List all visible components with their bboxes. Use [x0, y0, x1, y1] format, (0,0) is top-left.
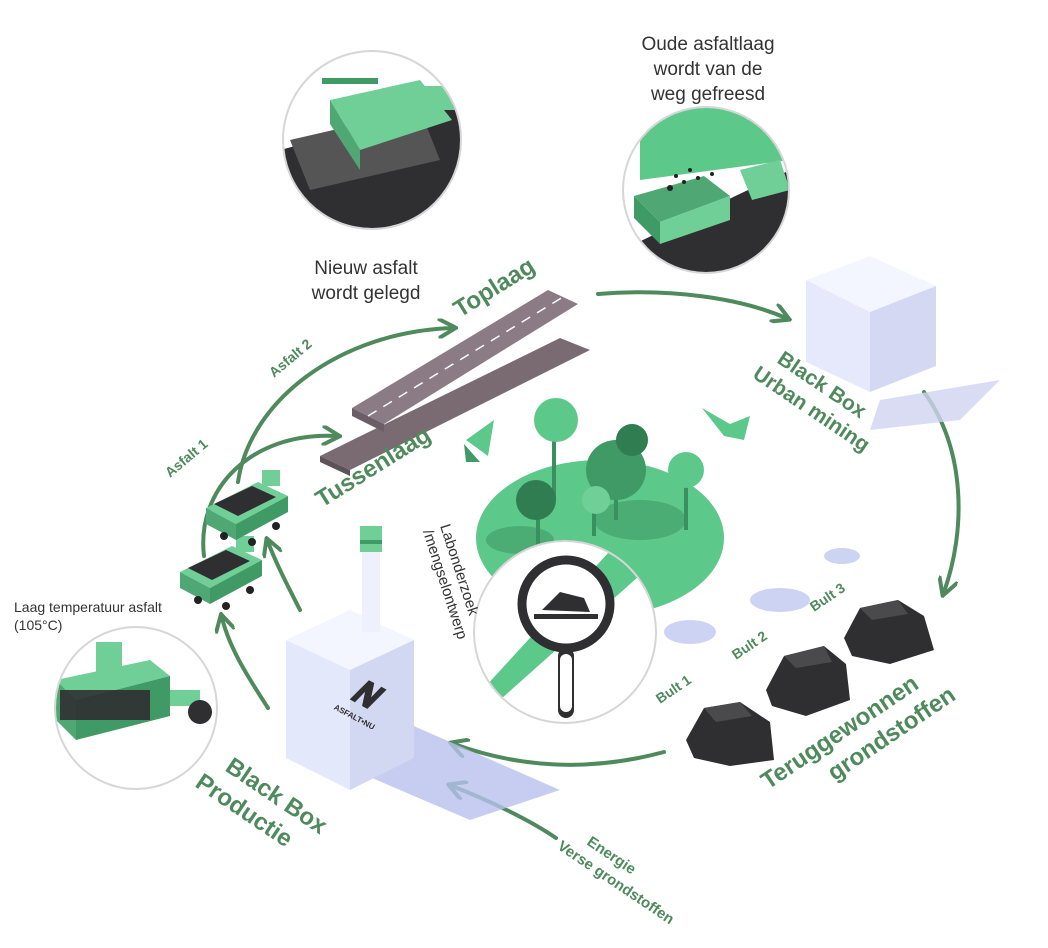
new-asphalt-note-line: wordt gelegd — [311, 283, 421, 304]
arrow-asfalt1 — [201, 436, 336, 558]
arrow-productie-to-truck — [222, 618, 270, 710]
tree-shadows — [664, 548, 860, 644]
low-temp-note: Laag temperatuur asfalt (105°C) — [14, 598, 214, 634]
milling-note-line: Oude asfaltlaag — [641, 34, 775, 55]
arrow-productie-to-truck-2 — [268, 542, 302, 612]
low-temp-note-line: (105°C) — [14, 617, 63, 633]
bult-3-hill — [844, 600, 934, 664]
productie-factory: ASFALT•NU — [286, 526, 560, 820]
milling-note-line: weg gefreesd — [650, 84, 766, 105]
arrow-road-to-urban-mining — [596, 290, 786, 318]
milling-note: Oude asfaltlaag wordt van de weg gefrees… — [618, 32, 798, 107]
bult-1-label: Bult 1 — [653, 671, 694, 706]
asphalt-truck-1 — [180, 536, 262, 610]
lab-vignette — [473, 540, 657, 724]
road-layers — [320, 290, 590, 476]
material-hills — [686, 600, 934, 766]
milling-vignette — [622, 106, 790, 274]
milling-note-line: wordt van de — [653, 59, 763, 80]
chimney — [362, 548, 380, 632]
asphalt-truck-2 — [206, 470, 288, 546]
magnifier-icon — [517, 555, 615, 718]
bult-2-hill — [766, 646, 850, 716]
bult-2-label: Bult 2 — [729, 627, 770, 662]
asfalt1-label: Asfalt 1 — [162, 435, 211, 480]
mixer-vignette — [54, 626, 218, 790]
paver-vignette — [282, 50, 462, 230]
inputs-label: Energie Verse grondstoffen — [554, 833, 677, 928]
urban-mining-box — [806, 256, 1000, 430]
bult-1-hill — [686, 702, 774, 766]
bult-3-label: Bult 3 — [807, 579, 848, 614]
new-asphalt-note-line: Nieuw asfalt — [314, 258, 418, 279]
new-asphalt-note: Nieuw asfalt wordt gelegd — [286, 256, 446, 306]
arrow-grondstoffen-to-productie — [454, 744, 666, 767]
arrow-asfalt2 — [236, 328, 452, 484]
butterfly-icon — [702, 408, 750, 440]
low-temp-note-line: Laag temperatuur asfalt — [14, 599, 162, 615]
butterfly-icon — [464, 420, 494, 462]
tussenlaag-layer — [320, 338, 590, 470]
